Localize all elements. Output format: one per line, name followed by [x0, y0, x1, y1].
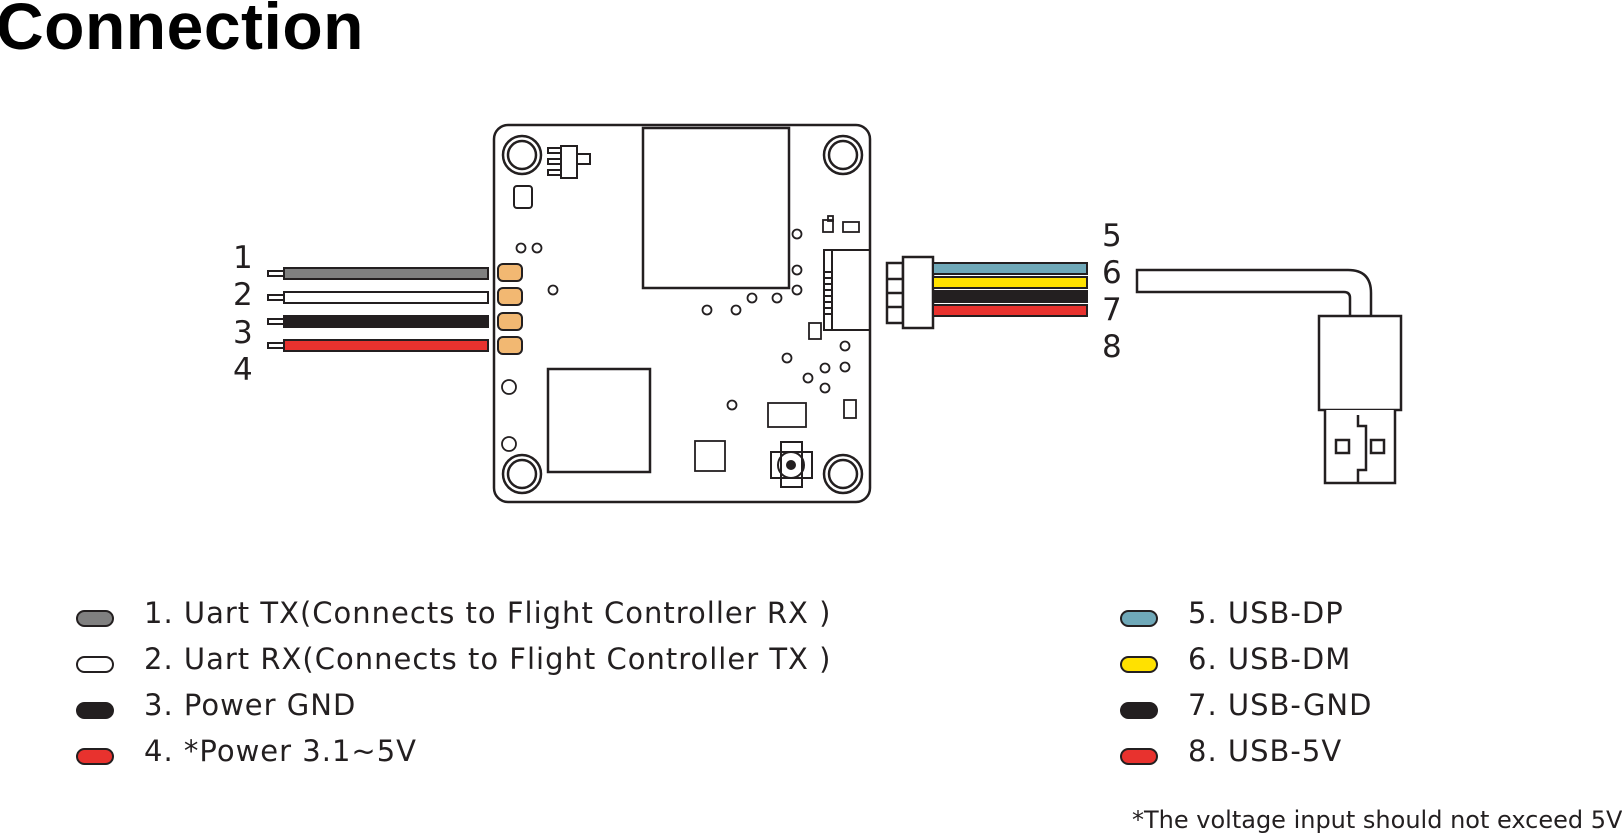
pin-number-1: 1 — [233, 240, 253, 276]
solder-pads — [497, 263, 523, 355]
swatch-usb-dm — [1120, 656, 1158, 673]
legend-label-power-gnd: 3. Power GND — [144, 688, 357, 722]
antenna-connector — [770, 441, 813, 488]
pin-number-4: 4 — [233, 352, 253, 388]
legend-label-uart-tx: 1. Uart TX(Connects to Flight Controller… — [144, 596, 832, 630]
swatch-usb-dp — [1120, 610, 1158, 627]
pcb-board — [492, 123, 872, 504]
swatch-power — [76, 748, 114, 765]
left-pin-numbers: 1 2 3 4 — [233, 240, 253, 388]
swatch-power-gnd — [76, 702, 114, 719]
legend-label-usb-5v: 8. USB-5V — [1188, 734, 1343, 768]
swatch-usb-5v — [1120, 748, 1158, 765]
voltage-regulator — [547, 145, 591, 179]
swatch-usb-gnd — [1120, 702, 1158, 719]
right-pin-numbers: 5 6 7 8 — [1102, 218, 1122, 365]
voltage-footnote: *The voltage input should not exceed 5V — [1132, 806, 1622, 834]
jst-plug — [885, 255, 935, 330]
wire-1-uart-tx — [267, 267, 489, 280]
chip-main — [641, 126, 791, 290]
usb-cable — [1135, 268, 1373, 320]
wire-7-usb-gnd — [932, 290, 1088, 303]
wire-2-uart-rx — [267, 291, 489, 304]
left-wire-bundle — [267, 267, 489, 352]
right-wire-bundle — [932, 262, 1088, 317]
pin-number-2: 2 — [233, 277, 253, 313]
board-jst-connector — [823, 249, 871, 331]
usb-plug — [1317, 314, 1403, 485]
pin-number-6: 6 — [1102, 255, 1122, 291]
wire-8-usb-5v — [932, 304, 1088, 317]
legend-label-uart-rx: 2. Uart RX(Connects to Flight Controller… — [144, 642, 832, 676]
legend-label-power: 4. *Power 3.1~5V — [144, 734, 417, 768]
wire-4-power — [267, 339, 489, 352]
wire-6-usb-dm — [932, 276, 1088, 289]
pin-number-7: 7 — [1102, 292, 1122, 328]
wire-5-usb-dp — [932, 262, 1088, 275]
page-title: Connection — [0, 0, 364, 63]
pin-number-8: 8 — [1102, 329, 1122, 365]
swatch-uart-rx — [76, 656, 114, 673]
pin-number-3: 3 — [233, 315, 253, 351]
legend-label-usb-dm: 6. USB-DM — [1188, 642, 1352, 676]
swatch-uart-tx — [76, 610, 114, 627]
legend-label-usb-gnd: 7. USB-GND — [1188, 688, 1373, 722]
legend-label-usb-dp: 5. USB-DP — [1188, 596, 1344, 630]
chip-secondary — [546, 367, 652, 474]
mounting-holes — [501, 134, 864, 495]
pin-number-5: 5 — [1102, 218, 1122, 254]
wire-3-power-gnd — [267, 315, 489, 328]
